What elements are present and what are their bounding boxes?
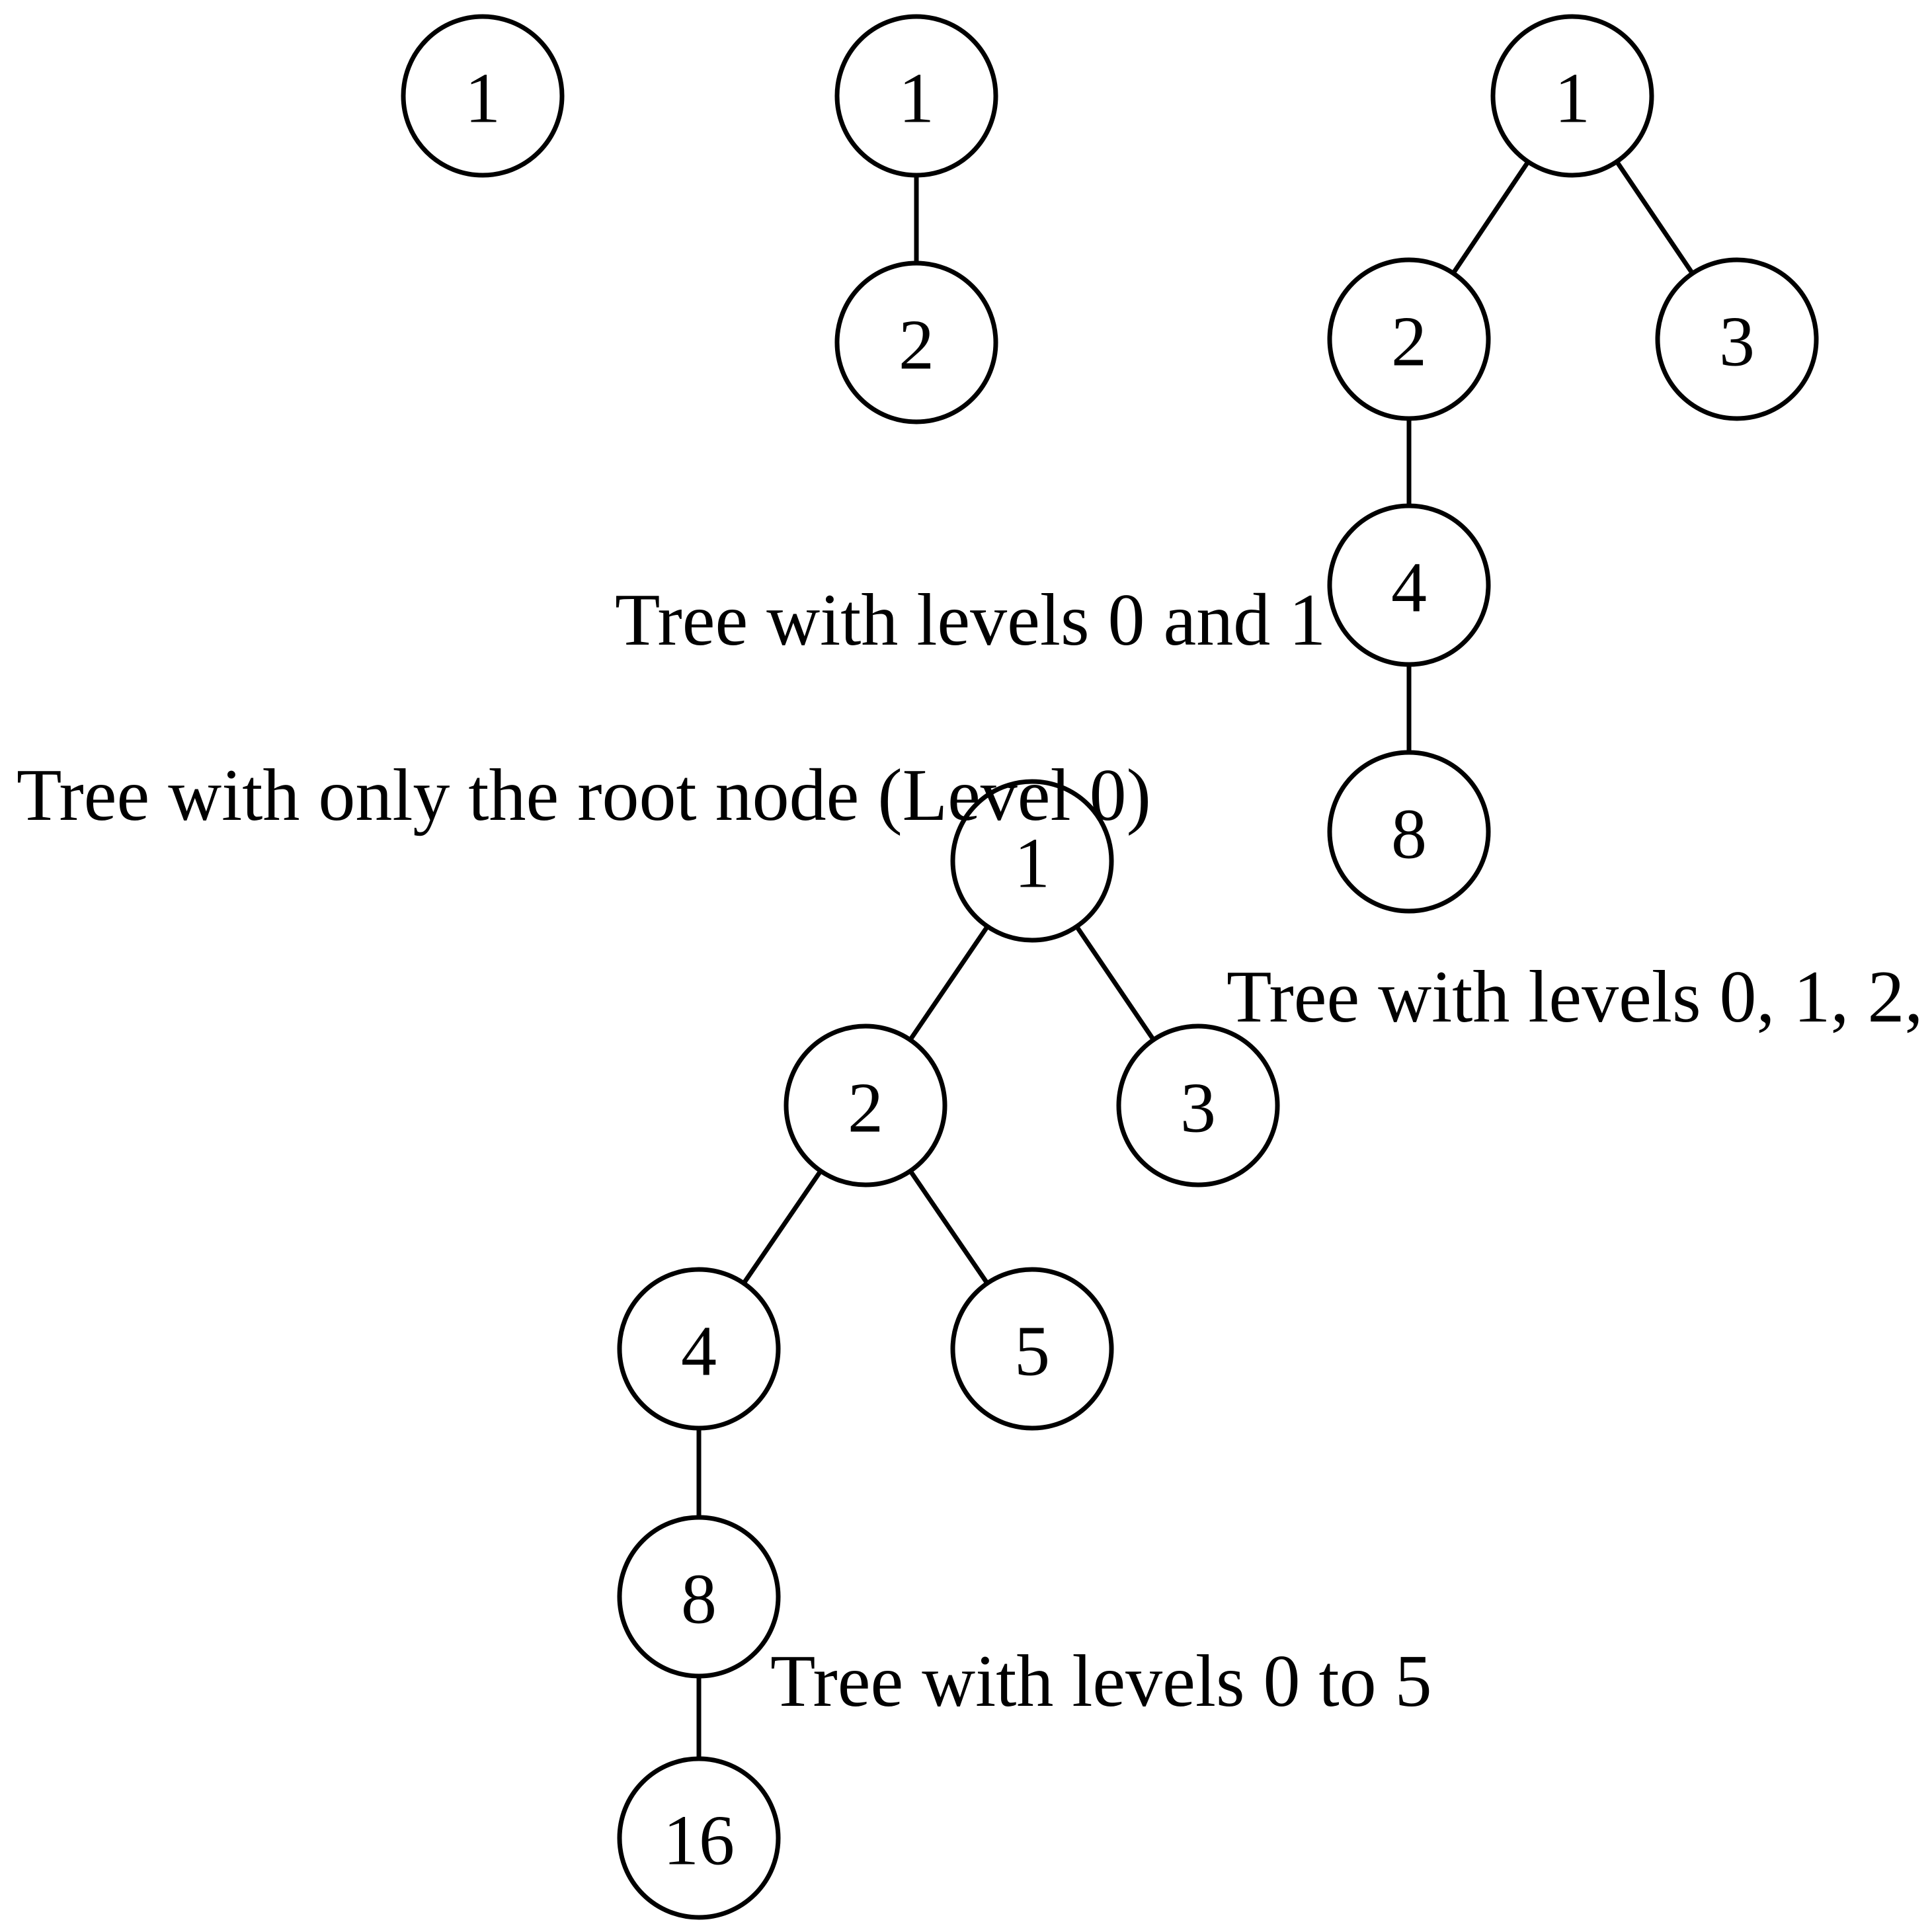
tree-node[interactable]: 3: [1116, 1023, 1280, 1187]
tree-edge: [741, 1170, 823, 1285]
tree-node[interactable]: 2: [834, 261, 998, 424]
tree-caption: Tree with levels 0, 1, 2, and 3: [1227, 956, 1932, 1038]
tree-edge: [1451, 160, 1531, 275]
node-label: 3: [1180, 1069, 1216, 1148]
node-circle: [1327, 503, 1491, 667]
node-circle: [1116, 1023, 1280, 1187]
node-circle: [1655, 257, 1819, 421]
tree-node[interactable]: 8: [617, 1515, 781, 1679]
tree-edge: [1074, 925, 1156, 1041]
tree-caption: Tree with levels 0 and 1: [615, 579, 1326, 661]
tree-caption: Tree with levels 0 to 5: [770, 1640, 1432, 1722]
node-circle: [834, 261, 998, 424]
node-circle: [617, 1515, 781, 1679]
tree-edge: [908, 925, 990, 1041]
node-circle: [1327, 750, 1491, 914]
tree-node[interactable]: 4: [1327, 503, 1491, 667]
tree-caption: Tree with only the root node (Level 0): [17, 754, 1151, 836]
node-circle: [617, 1756, 781, 1920]
tree-node[interactable]: 3: [1655, 257, 1819, 421]
node-label: 3: [1719, 303, 1755, 381]
tree-node[interactable]: 8: [1327, 750, 1491, 914]
node-label: 1: [899, 60, 934, 138]
node-label: 4: [1391, 549, 1427, 627]
node-label: 2: [1391, 303, 1427, 381]
tree-node[interactable]: 5: [950, 1267, 1114, 1431]
tree-node[interactable]: 1: [950, 779, 1114, 943]
captions-layer: Tree with only the root node (Level 0) Tr…: [17, 579, 1932, 1722]
tree-node[interactable]: 2: [784, 1023, 947, 1187]
node-circle: [784, 1023, 947, 1187]
node-label: 4: [681, 1312, 717, 1391]
node-circle: [834, 14, 998, 178]
node-circle: [401, 14, 565, 178]
edges-layer: [696, 160, 1695, 1759]
node-label: 1: [465, 60, 501, 138]
tree-node[interactable]: 2: [1327, 257, 1491, 421]
node-label: 8: [681, 1560, 717, 1639]
node-circle: [1490, 14, 1654, 178]
tree-node[interactable]: 1: [834, 14, 998, 178]
tree-node[interactable]: 1: [401, 14, 565, 178]
node-circle: [950, 1267, 1114, 1431]
node-circle: [1327, 257, 1491, 421]
tree-node[interactable]: 4: [617, 1267, 781, 1431]
node-label: 8: [1391, 795, 1427, 874]
node-label: 2: [899, 306, 934, 385]
node-label: 1: [1554, 60, 1590, 138]
node-circle: [950, 779, 1114, 943]
tree-node[interactable]: 16: [617, 1756, 781, 1920]
tree-node[interactable]: 1: [1490, 14, 1654, 178]
node-label: 1: [1014, 824, 1050, 903]
node-label: 5: [1014, 1312, 1050, 1391]
tree-edge: [908, 1170, 990, 1285]
node-label: 2: [848, 1069, 883, 1148]
node-circle: [617, 1267, 781, 1431]
tree-edge: [1615, 160, 1695, 275]
node-label: 16: [663, 1802, 735, 1880]
